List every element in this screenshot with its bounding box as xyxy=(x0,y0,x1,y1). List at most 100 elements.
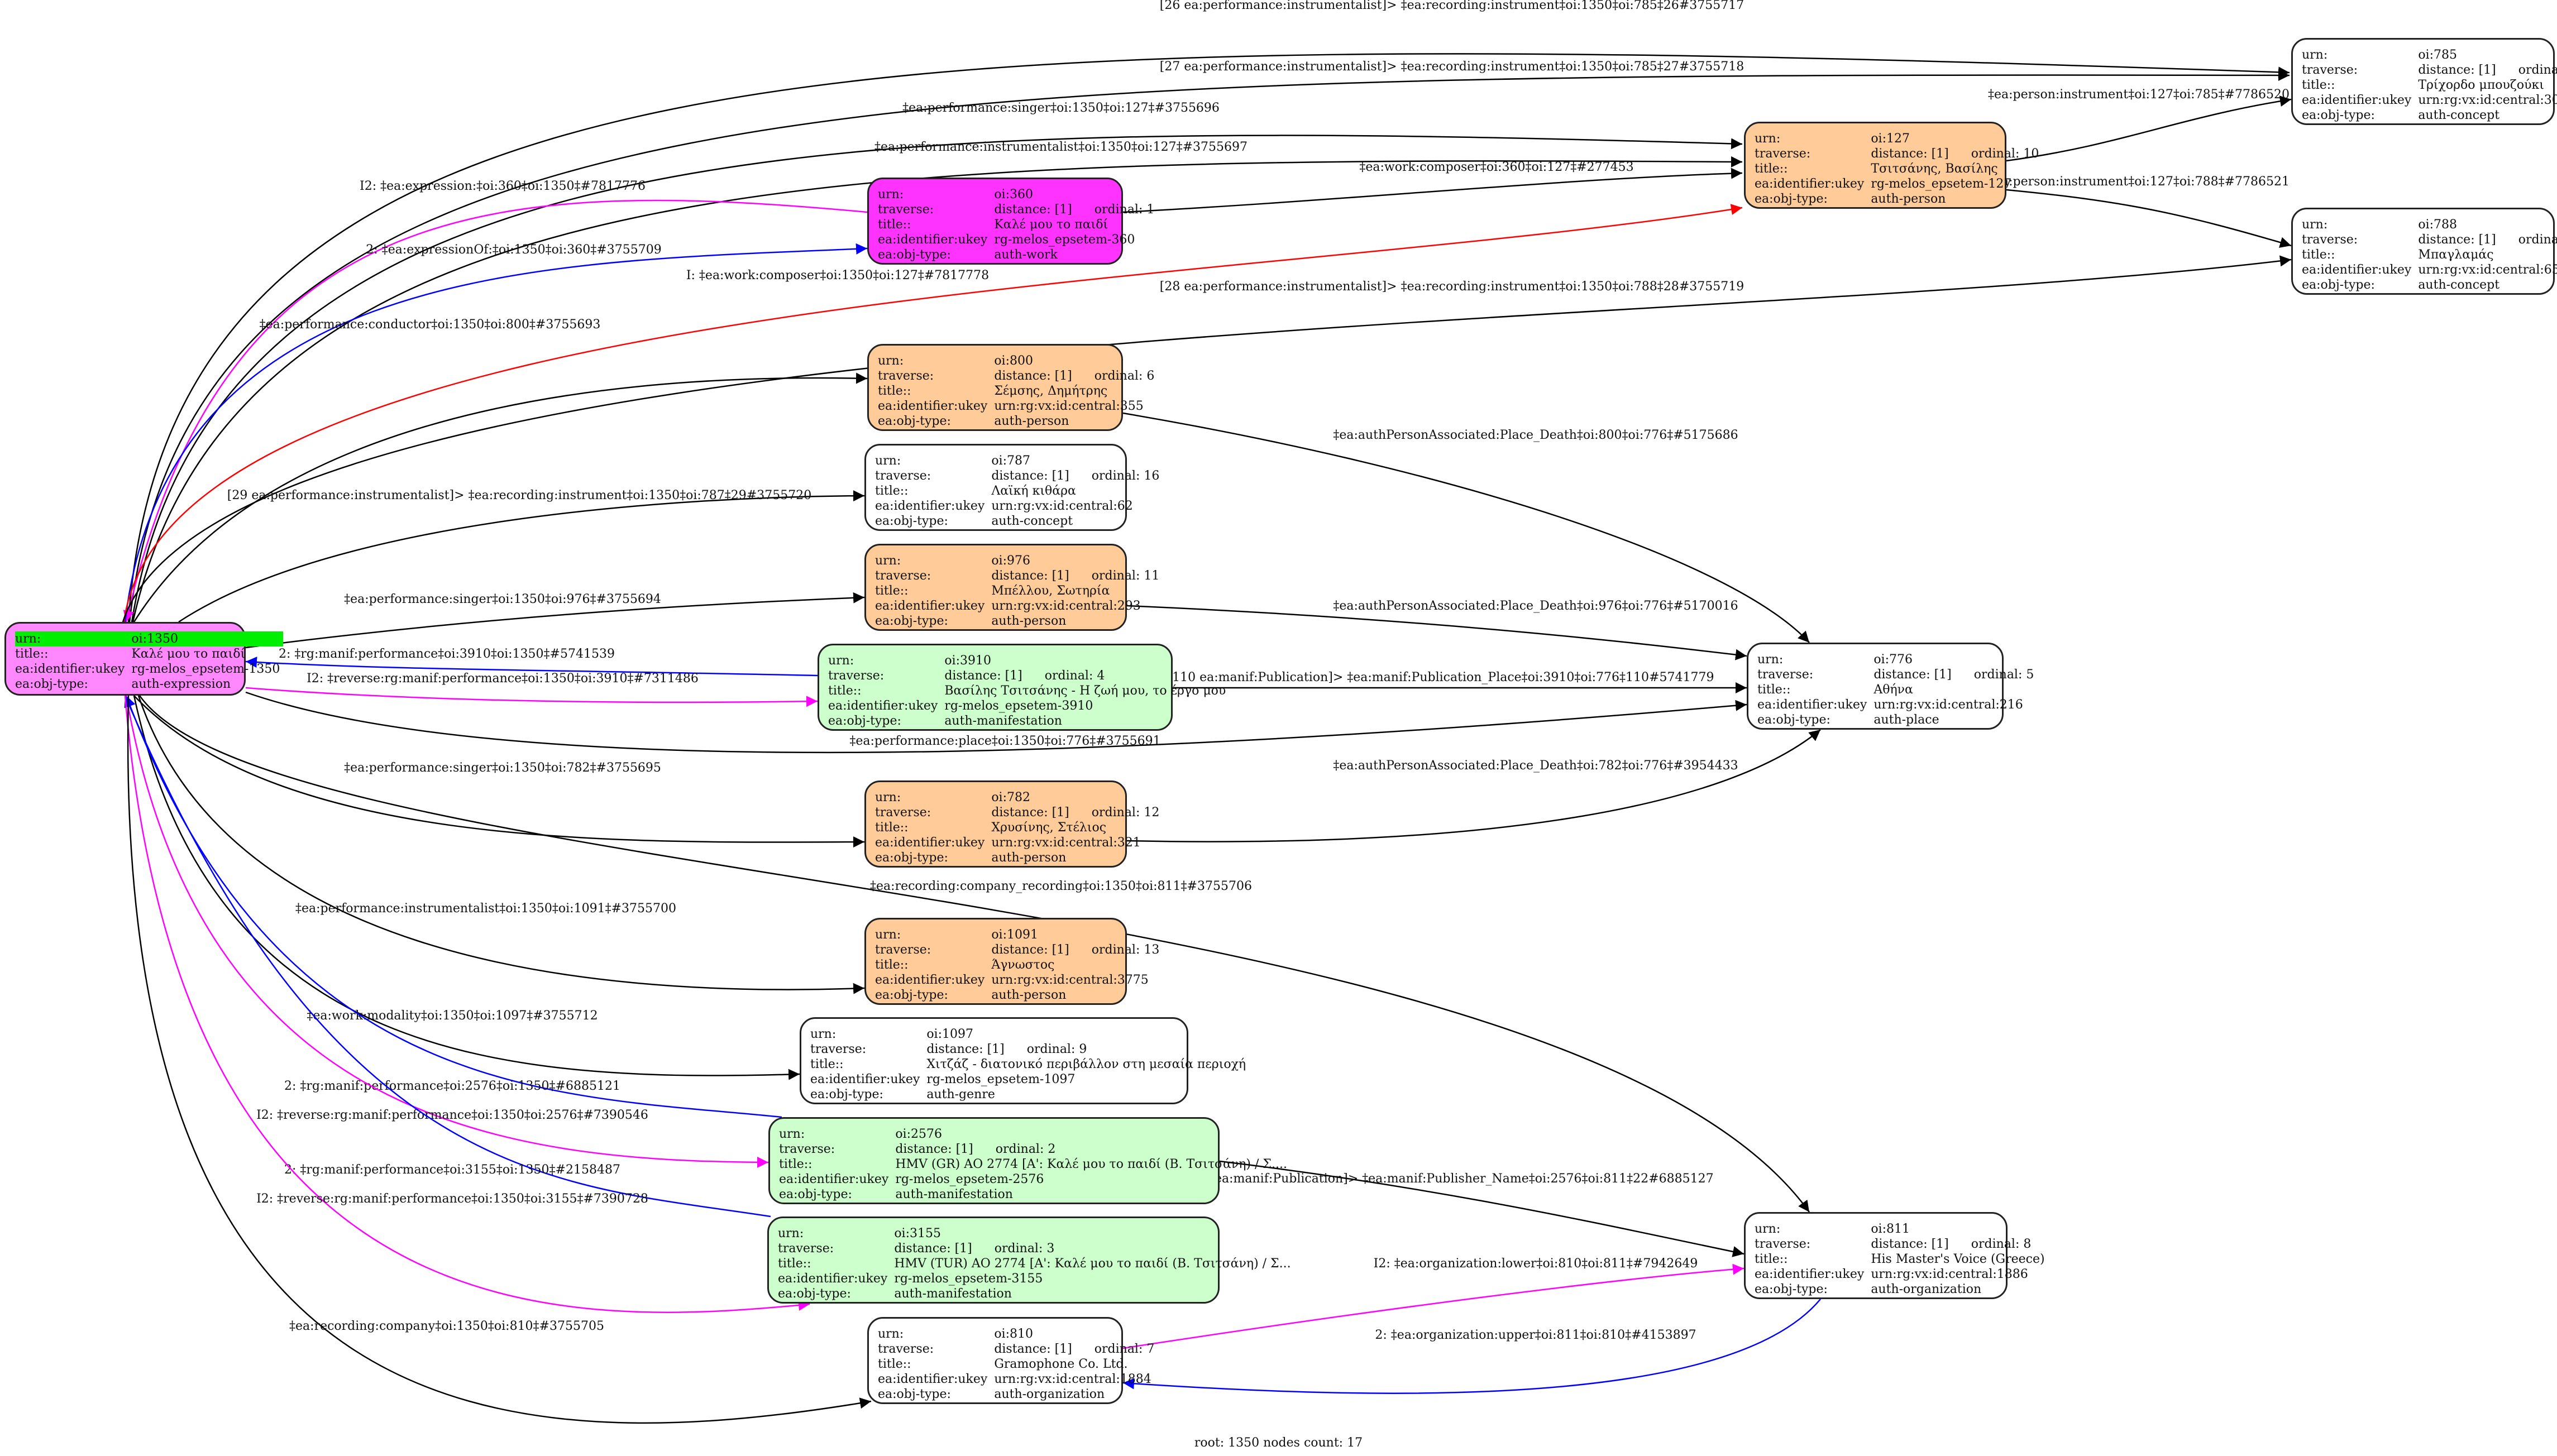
field-key: ea:obj-type: xyxy=(1755,192,1828,206)
field-type: auth-manifestation xyxy=(894,1287,1012,1301)
field-key: traverse: xyxy=(878,369,934,383)
traverse-ordinal: ordinal: 2 xyxy=(995,1142,1056,1156)
edge-label: I2: ‡ea:organization:lower‡oi:810‡oi:811… xyxy=(1374,1257,1698,1271)
node-field-row: traverse:distance: [1]ordinal: 5 xyxy=(1757,667,2037,682)
field-key: ea:identifier:ukey xyxy=(15,662,125,676)
field-traverse: distance: [1]ordinal: 13 xyxy=(988,942,1163,957)
node-field-row: ea:obj-type:auth-organization xyxy=(1755,1282,2048,1297)
field-key: urn: xyxy=(875,928,901,942)
node-field-row: traverse:distance: [1]ordinal: 4 xyxy=(828,668,1229,683)
traverse-ordinal: ordinal: 4 xyxy=(1044,669,1105,683)
edge-1350-1091 xyxy=(137,695,865,994)
traverse-ordinal: ordinal: 9 xyxy=(1026,1042,1087,1056)
field-type: auth-person xyxy=(991,988,1067,1002)
edge-1350-3910 xyxy=(245,687,818,707)
node-field-row: traverse:distance: [1]ordinal: 14 xyxy=(2302,63,2557,78)
field-key: ea:obj-type: xyxy=(779,1187,852,1201)
node-field-row: title::HMV (TUR) AO 2774 [A': Καλέ μου τ… xyxy=(778,1256,1294,1271)
edge-label: ‡ea:performance:conductor‡oi:1350‡oi:800… xyxy=(260,318,601,332)
field-key: title:: xyxy=(875,958,909,972)
node-field-row: title::Λαϊκή κιθάρα xyxy=(875,483,1163,499)
traverse-ordinal: ordinal: 12 xyxy=(1091,806,1160,820)
field-key: ea:identifier:ukey xyxy=(878,233,988,247)
field-type: auth-concept xyxy=(2418,278,2500,292)
node-field-row: ea:obj-type:auth-person xyxy=(878,414,1158,429)
node-field-row: ea:obj-type:auth-manifestation xyxy=(828,713,1229,729)
field-key: ea:obj-type: xyxy=(2302,278,2375,292)
node-field-row: urn:oi:787 xyxy=(875,453,1163,468)
node-field-row: ea:obj-type:auth-concept xyxy=(875,514,1163,529)
field-key: urn: xyxy=(878,1327,904,1341)
field-title: Μπέλλου, Σωτηρία xyxy=(991,584,1110,598)
node-field-row: title::Τσιτσάνης, Βασίλης xyxy=(1755,161,2042,176)
edge-1350-976 xyxy=(245,592,865,649)
field-traverse: distance: [1]ordinal: 5 xyxy=(1870,667,2037,682)
node-field-row: ea:obj-type:auth-concept xyxy=(2302,108,2557,123)
graph-footer: root: 1350 nodes count: 17 xyxy=(1194,1436,1363,1450)
edge-label: [26 ea:performance:instrumentalist]> ‡ea… xyxy=(1160,0,1744,12)
node-field-row: traverse:distance: [1]ordinal: 9 xyxy=(810,1042,1249,1057)
edge-976-776 xyxy=(1126,605,1747,660)
field-key: title:: xyxy=(2302,78,2335,92)
field-key: ea:obj-type: xyxy=(875,614,948,628)
field-ukey: urn:rg:vx:id:central:3775 xyxy=(991,973,1149,987)
field-key: ea:obj-type: xyxy=(2302,108,2375,122)
field-key: title:: xyxy=(875,821,909,835)
field-key: ea:identifier:ukey xyxy=(828,699,938,713)
field-key: ea:obj-type: xyxy=(875,988,948,1002)
traverse-ordinal: ordinal: 14 xyxy=(2518,63,2557,77)
field-key: title:: xyxy=(810,1057,844,1071)
edge-label: 2: ‡rg:manif:performance‡oi:3910‡oi:1350… xyxy=(279,647,615,661)
node-field-row: ea:obj-type:auth-person xyxy=(1755,191,2042,207)
edge-360-1350 xyxy=(123,199,868,622)
node-field-row: urn:oi:3910 xyxy=(828,653,1229,668)
field-traverse: distance: [1]ordinal: 16 xyxy=(988,468,1163,483)
node-field-row: urn:oi:1097 xyxy=(810,1027,1249,1042)
field-type: auth-genre xyxy=(926,1088,995,1101)
edge-label: I: ‡ea:work:composer‡oi:1350‡oi:127‡#781… xyxy=(686,269,989,282)
field-title: Σέμσης, Δημήτρης xyxy=(994,384,1108,398)
field-key: title:: xyxy=(878,218,911,232)
field-traverse: distance: [1]ordinal: 14 xyxy=(2415,63,2557,78)
edge-label: ‡ea:performance:singer‡oi:1350‡oi:127‡#3… xyxy=(902,101,1220,115)
node-field-row: urn:oi:800 xyxy=(878,353,1158,368)
field-key: ea:identifier:ukey xyxy=(875,499,985,513)
field-key: ea:obj-type: xyxy=(828,714,901,728)
field-key: urn: xyxy=(1755,132,1781,146)
node-field-row: traverse:distance: [1]ordinal: 7 xyxy=(878,1342,1158,1357)
node-field-row: traverse:distance: [1]ordinal: 6 xyxy=(878,368,1158,384)
node-field-row: traverse:distance: [1]ordinal: 8 xyxy=(1755,1237,2048,1252)
edge-1350-3155 xyxy=(124,695,810,1313)
node-field-row: ea:obj-type:auth-manifestation xyxy=(779,1187,1291,1202)
field-key: urn: xyxy=(875,454,901,468)
traverse-ordinal: ordinal: 8 xyxy=(1971,1237,2032,1251)
node-field-row: title::Καλέ μου το παιδί xyxy=(878,217,1158,232)
edge-1350-787 xyxy=(178,490,865,623)
field-ukey: urn:rg:vx:id:central:216 xyxy=(1873,698,2023,712)
traverse-distance: distance: [1] xyxy=(1871,1237,1949,1251)
edge-label: 2: ‡ea:organization:upper‡oi:811‡oi:810‡… xyxy=(1375,1328,1696,1342)
edge-1350-785 xyxy=(127,53,2290,622)
field-key: ea:identifier:ukey xyxy=(1757,698,1867,712)
node-field-row: urn:oi:776 xyxy=(1757,652,2037,667)
